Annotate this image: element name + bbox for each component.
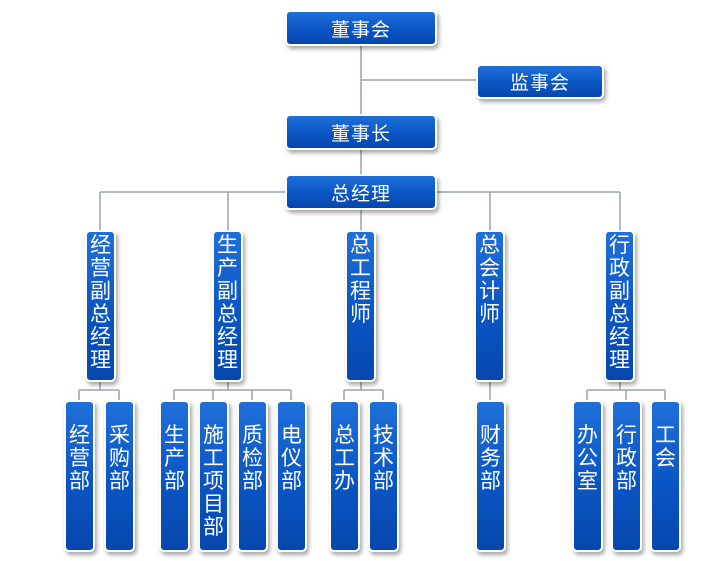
- dept-production: 生产部: [159, 400, 190, 552]
- dept-union: 工会: [650, 400, 681, 552]
- chief-accountant-box: 总会计师: [474, 230, 505, 382]
- dept-label: 行政部: [616, 423, 637, 493]
- chief-engineer-label: 总工程师: [350, 233, 371, 326]
- dept-quality: 质检部: [237, 400, 268, 552]
- board-label: 董事会: [330, 18, 391, 41]
- dept-label: 生产部: [164, 423, 185, 493]
- chief-accountant-label: 总会计师: [479, 233, 500, 326]
- chairman-label: 董事长: [330, 122, 391, 145]
- deputy-admin-box: 行政副总经理: [604, 230, 635, 382]
- deputy-production-label: 生产副总经理: [217, 233, 238, 372]
- dept-label: 技术部: [373, 423, 394, 493]
- dept-label: 经营部: [69, 423, 90, 493]
- supervisors-box: 监事会: [476, 64, 604, 99]
- dept-label: 采购部: [109, 423, 130, 493]
- dept-label: 财务部: [480, 423, 501, 493]
- dept-label: 质检部: [242, 423, 263, 493]
- dept-business: 经营部: [64, 400, 95, 552]
- dept-label: 总工办: [334, 423, 355, 493]
- dept-technical: 技术部: [368, 400, 399, 552]
- dept-purchasing: 采购部: [104, 400, 135, 552]
- dept-administration: 行政部: [611, 400, 642, 552]
- deputy-production-box: 生产副总经理: [212, 230, 243, 382]
- dept-electrical: 电仪部: [276, 400, 307, 552]
- supervisors-label: 监事会: [509, 72, 570, 94]
- deputy-admin-label: 行政副总经理: [609, 233, 630, 372]
- chairman-box: 董事长: [285, 114, 437, 150]
- dept-label: 办公室: [577, 423, 598, 493]
- dept-office: 办公室: [572, 400, 603, 552]
- dept-label: 电仪部: [281, 423, 302, 493]
- dept-label: 工会: [655, 423, 676, 470]
- chief-engineer-box: 总工程师: [345, 230, 376, 382]
- general-manager-label: 总经理: [330, 182, 391, 205]
- general-manager-box: 总经理: [285, 174, 437, 210]
- deputy-business-label: 经营副总经理: [90, 233, 111, 372]
- dept-construction-project: 施工项目部: [198, 400, 229, 552]
- dept-label: 施工项目部: [203, 423, 224, 539]
- deputy-business-box: 经营副总经理: [85, 230, 116, 382]
- board-box: 董事会: [285, 10, 437, 46]
- dept-chief-engineer-office: 总工办: [329, 400, 360, 552]
- dept-finance: 财务部: [475, 400, 506, 552]
